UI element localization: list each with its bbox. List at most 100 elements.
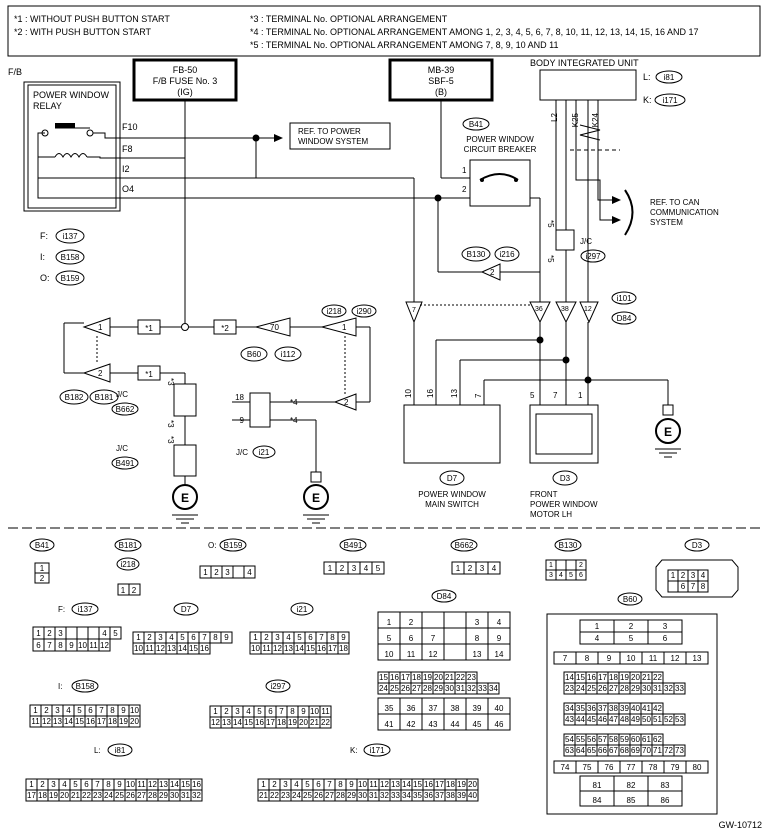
face-b130-id: B130 xyxy=(559,541,578,550)
pin-number: 12 xyxy=(380,780,389,789)
pin-number: 13 xyxy=(159,780,168,789)
connector-b60: 70 B60 i112 xyxy=(240,317,302,362)
pin-cell xyxy=(232,565,245,579)
face-b181-id: B181 xyxy=(119,541,138,550)
note-5: *5 : TERMINAL No. OPTIONAL ARRANGEMENT A… xyxy=(250,40,558,50)
face-b662-id: B662 xyxy=(455,541,474,550)
pin-number: 6 xyxy=(681,582,686,591)
pin-number: 46 xyxy=(495,720,504,729)
pin-number: 28 xyxy=(620,684,629,693)
pin-number: 10 xyxy=(126,780,135,789)
pin-number: 34 xyxy=(565,704,574,713)
face-b41-id: B41 xyxy=(35,541,50,550)
pin-number: 15 xyxy=(306,644,315,653)
pin-number: 15 xyxy=(413,780,422,789)
pin-number: 2 xyxy=(224,707,229,716)
pin-number: 16 xyxy=(587,673,596,682)
pin-number: 16 xyxy=(390,673,399,682)
pin-number: 27 xyxy=(137,791,146,800)
pin-number: 6 xyxy=(409,634,414,643)
pin-number: 13 xyxy=(53,717,62,726)
pin-number: 17 xyxy=(266,718,275,727)
face-i137-prefix: F: xyxy=(58,605,65,614)
pin-number: 22 xyxy=(456,673,465,682)
d7-pin-7: 7 xyxy=(474,393,483,398)
pin-number: 13 xyxy=(473,650,482,659)
pin-number: 2 xyxy=(629,622,634,631)
pin-number: 31 xyxy=(369,791,378,800)
pin-f8: F8 xyxy=(122,144,133,154)
pin-number: 7 xyxy=(431,634,436,643)
face-b41-pin2: 2 xyxy=(40,574,45,583)
pin-number: 7 xyxy=(202,633,207,642)
face-b159-id: B159 xyxy=(224,541,243,550)
pin-number: 30 xyxy=(642,684,651,693)
pin-number: 14 xyxy=(64,717,73,726)
pin-number: 40 xyxy=(468,791,477,800)
ground-left-label: E xyxy=(181,491,189,505)
pin-number: 38 xyxy=(446,791,455,800)
pin-cell xyxy=(109,626,122,640)
pin-number: 15 xyxy=(576,673,585,682)
star3-1: *3 xyxy=(166,378,175,386)
pin-number: 17 xyxy=(598,673,607,682)
pin-number: 10 xyxy=(627,654,636,663)
pin-number: 1 xyxy=(213,707,218,716)
pin-number: 11 xyxy=(369,780,378,789)
pin-number: 24 xyxy=(292,791,301,800)
pin-number: 9 xyxy=(607,654,612,663)
diagram-code: GW-10712 xyxy=(719,820,762,830)
cb-label-1: POWER WINDOW xyxy=(466,135,534,144)
pin-number: 1 xyxy=(456,564,461,573)
pin-number: 3 xyxy=(235,707,240,716)
pin-number: 57 xyxy=(598,735,607,744)
face-b41-pin1: 1 xyxy=(40,564,45,573)
pin-number: 25 xyxy=(587,684,596,693)
pin-number: 24 xyxy=(379,684,388,693)
pin-number: 5 xyxy=(113,629,118,638)
pin-number: 3 xyxy=(475,618,480,627)
pin-number: 4 xyxy=(595,634,600,643)
ref-can-line1: REF. TO CAN xyxy=(650,198,700,207)
pin-number: 9 xyxy=(301,707,306,716)
pin-cell xyxy=(190,789,203,802)
pin-number: 22 xyxy=(270,791,279,800)
pin-number: 38 xyxy=(609,704,618,713)
pin-cell xyxy=(555,559,567,571)
pin-number: 7 xyxy=(95,780,100,789)
jc-b662: J/C B662 *3 *3 xyxy=(111,378,197,428)
pin-number: 29 xyxy=(434,684,443,693)
conn-b182: B182 xyxy=(65,393,84,402)
pin-number: 28 xyxy=(423,684,432,693)
pin-number: 1 xyxy=(136,633,141,642)
face-i297-id: i297 xyxy=(270,682,286,691)
pin-number: 15 xyxy=(75,717,84,726)
pin-number: 43 xyxy=(565,715,574,724)
conn-i218-pin2: 2 xyxy=(344,398,349,407)
pin-number: 10 xyxy=(358,780,367,789)
conn-b182-pin1: 1 xyxy=(98,323,103,332)
pin-number: 20 xyxy=(299,718,308,727)
pin-number: 54 xyxy=(565,735,574,744)
front-power-window-motor-lh: 5 7 1 D3 FRONT POWER WINDOW MOTOR LH xyxy=(529,391,599,519)
pin-number: 4 xyxy=(364,564,369,573)
conn-b130: B130 xyxy=(467,250,486,259)
ref-can-line2: COMMUNICATION xyxy=(650,208,719,217)
pin-number: 1 xyxy=(261,780,266,789)
pin-number: 15 xyxy=(379,673,388,682)
star-boxes: *1 *2 *1 xyxy=(137,319,237,381)
relay-conn-o-prefix: O: xyxy=(40,273,50,283)
pin-cell xyxy=(466,789,479,802)
pin-number: 15 xyxy=(181,780,190,789)
jc-i21: 18 9 *4 *4 J/C i21 xyxy=(232,392,298,459)
pin-number: 23 xyxy=(281,791,290,800)
pin-number: 19 xyxy=(620,673,629,682)
pin-number: 14 xyxy=(295,644,304,653)
pin-number: 13 xyxy=(222,718,231,727)
pin-number: 12 xyxy=(671,654,680,663)
star1-box-2: *1 xyxy=(145,370,153,379)
pin-number: 10 xyxy=(251,644,260,653)
fuse-mb39-b: (B) xyxy=(435,87,447,97)
